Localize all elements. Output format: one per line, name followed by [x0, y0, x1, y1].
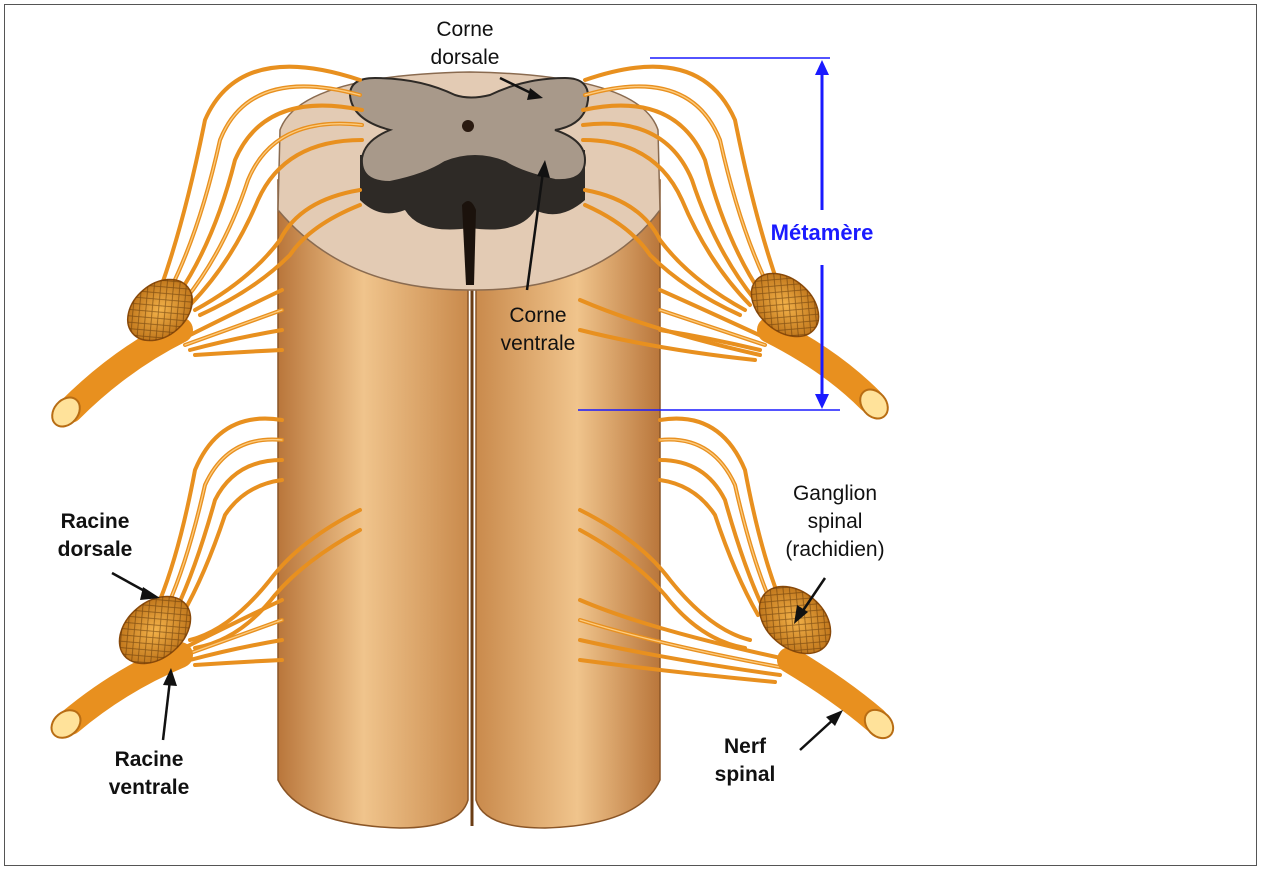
label-corne-dorsale: Corne dorsale — [410, 16, 520, 72]
label-corne-ventrale: Corne ventrale — [478, 302, 598, 358]
label-racine-dorsale: Racine dorsale — [30, 508, 160, 564]
label-metamere: Métamère — [742, 219, 902, 247]
label-nerf-spinal: Nerf spinal — [690, 733, 800, 789]
label-racine-ventrale: Racine ventrale — [84, 746, 214, 802]
label-ganglion-spinal: Ganglion spinal (rachidien) — [755, 480, 915, 564]
